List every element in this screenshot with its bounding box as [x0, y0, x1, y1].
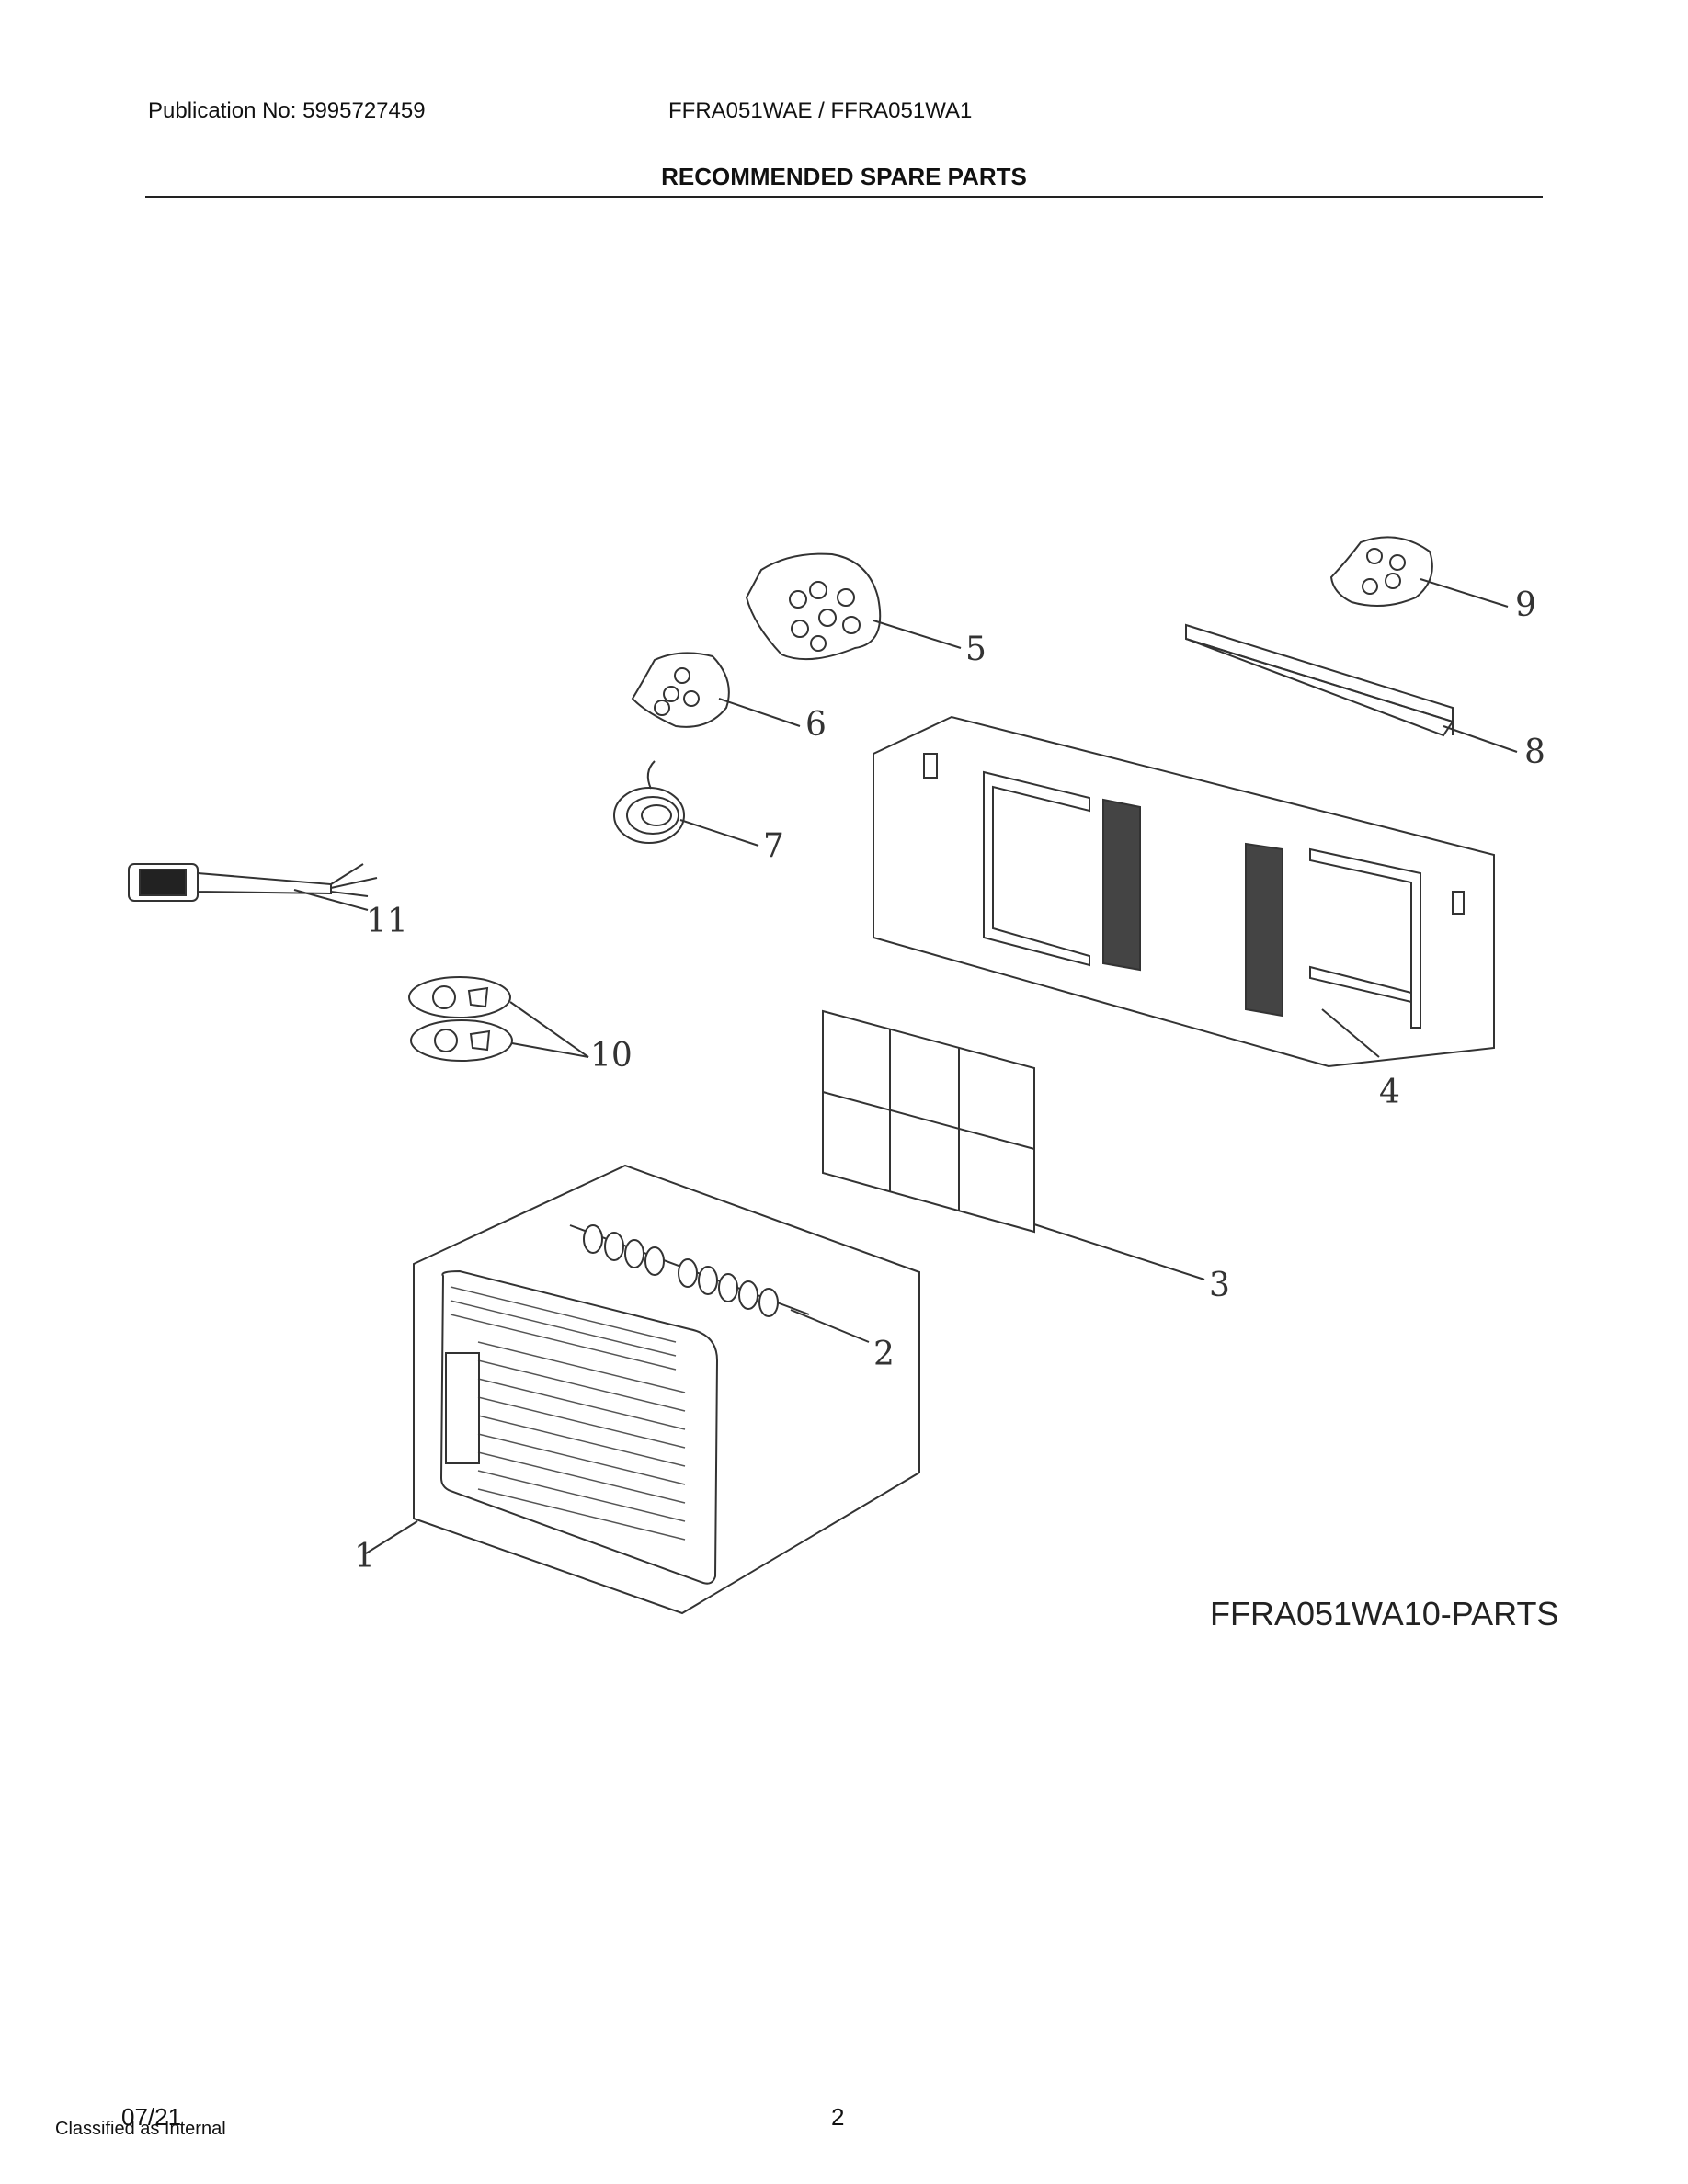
page-number: 2: [831, 2103, 845, 2131]
callout-11: 11: [366, 903, 408, 940]
model-numbers: FFRA051WAE / FFRA051WA1: [668, 98, 973, 123]
header-rule: [145, 196, 1543, 198]
page-title: RECOMMENDED SPARE PARTS: [661, 163, 1027, 190]
part-2-fan-shaft-assembly: [569, 1224, 870, 1343]
drawing-identifier: FFRA051WA10-PARTS: [1210, 1595, 1559, 1632]
callout-2: 2: [873, 1336, 895, 1373]
part-9-screw-bag: [1329, 536, 1509, 608]
part-10-knobs: [408, 976, 589, 1062]
part-6-screw-bag: [631, 652, 801, 728]
footer-date: 07/21: [121, 2103, 182, 2131]
part-1-cabinet-front: [365, 1164, 920, 1615]
part-3-air-filter: [822, 1009, 1205, 1280]
callout-8: 8: [1524, 734, 1545, 771]
callout-5: 5: [965, 631, 987, 668]
callout-3: 3: [1209, 1267, 1230, 1304]
part-5-screw-bag: [745, 552, 962, 661]
part-7-foam-tape-roll: [613, 760, 759, 847]
classification-label: Classified as Internal: [55, 2119, 226, 2139]
part-4-window-panel-kit: [873, 715, 1495, 1068]
part-8-top-rail: [1185, 623, 1518, 753]
callout-10: 10: [590, 1037, 633, 1075]
part-11-power-cord: [128, 863, 378, 911]
callout-7: 7: [763, 827, 784, 865]
callout-6: 6: [805, 706, 827, 744]
callout-1: 1: [354, 1538, 375, 1575]
callout-9: 9: [1515, 586, 1536, 624]
publication-number: Publication No: 5995727459: [148, 98, 426, 123]
callout-4: 4: [1379, 1074, 1400, 1111]
